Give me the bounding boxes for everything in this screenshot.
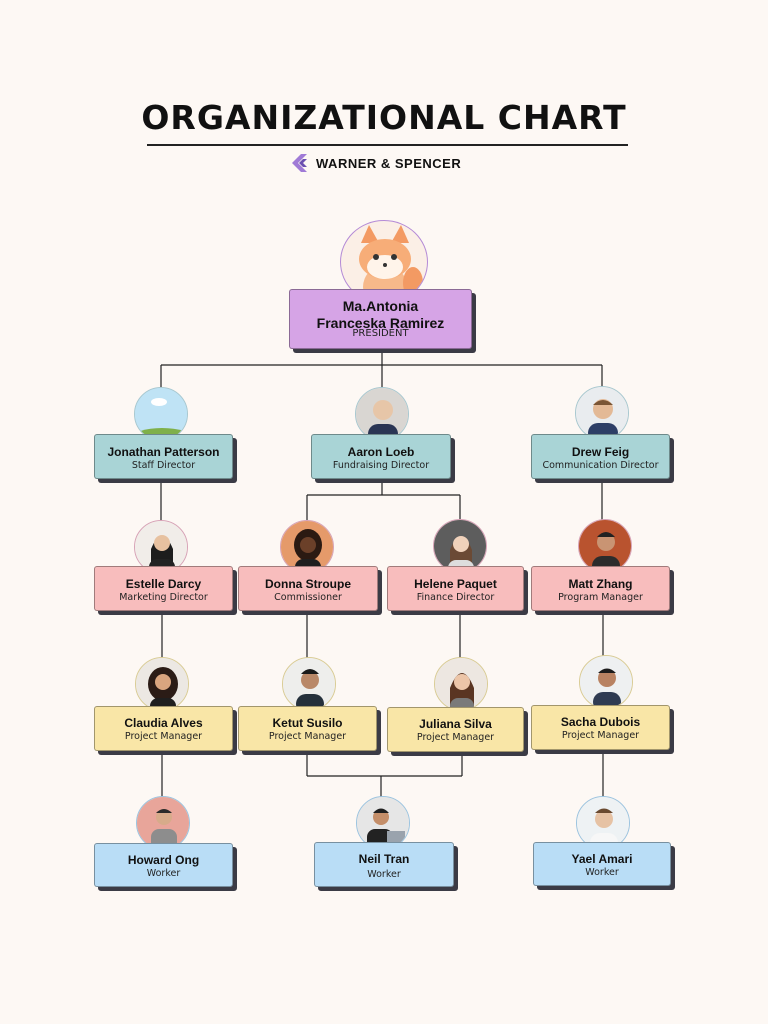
brand-chevron-icon — [292, 154, 307, 172]
person-role: Fundraising Director — [332, 460, 430, 471]
avatar-estelle — [134, 520, 188, 574]
person-name: Ketut Susilo — [272, 716, 343, 730]
president-name-line1: Ma.Antonia — [342, 298, 419, 314]
person-name: Juliana Silva — [419, 717, 492, 731]
person-name: Howard Ong — [127, 853, 200, 867]
avatar-yael — [576, 796, 630, 850]
person-role: Staff Director — [131, 460, 196, 471]
president-role: PRESIDENT — [352, 328, 409, 339]
avatar-howard — [136, 796, 190, 850]
person-name: Estelle Darcy — [125, 577, 202, 591]
person-name: Helene Paquet — [414, 577, 497, 591]
person-name: Drew Feig — [571, 445, 630, 459]
card-sacha: Sacha Dubois Project Manager — [531, 705, 670, 750]
card-juliana: Juliana Silva Project Manager — [387, 707, 524, 752]
card-drew: Drew Feig Communication Director — [531, 434, 670, 479]
avatar-helene — [433, 519, 487, 573]
person-role: Commissioner — [274, 592, 342, 603]
card-estelle: Estelle Darcy Marketing Director — [94, 566, 233, 611]
avatar-drew — [575, 386, 629, 440]
person-role: Project Manager — [268, 731, 347, 742]
person-role: Worker — [585, 867, 619, 878]
card-aaron: Aaron Loeb Fundraising Director — [311, 434, 451, 479]
person-name: Sacha Dubois — [560, 715, 641, 729]
person-name: Aaron Loeb — [347, 445, 415, 459]
avatar-claudia — [135, 657, 189, 711]
person-role: Worker — [146, 868, 181, 879]
avatar-matt — [578, 519, 632, 573]
avatar-ketut — [282, 657, 336, 711]
avatar-aaron — [355, 387, 409, 441]
brand: WARNER & SPENCER — [290, 152, 461, 174]
person-name: Claudia Alves — [124, 716, 203, 730]
person-role: Program Manager — [558, 592, 643, 603]
card-donna: Donna Stroupe Commissioner — [238, 566, 378, 611]
card-president: Ma.Antonia Franceska Ramirez PRESIDENT — [289, 289, 472, 349]
title-divider — [147, 144, 628, 146]
person-role: Project Manager — [124, 731, 203, 742]
avatar-juliana — [434, 657, 488, 711]
person-role: Communication Director — [542, 460, 659, 471]
chart-title: ORGANIZATIONAL CHART — [141, 98, 627, 137]
person-name: Neil Tran — [358, 852, 410, 866]
person-role: Worker — [367, 869, 401, 880]
card-neil: Neil Tran Worker — [314, 842, 454, 887]
person-name: Donna Stroupe — [265, 577, 351, 591]
person-name: Matt Zhang — [568, 577, 633, 591]
card-matt: Matt Zhang Program Manager — [531, 566, 670, 611]
person-name: Yael Amari — [571, 852, 633, 866]
card-claudia: Claudia Alves Project Manager — [94, 706, 233, 751]
person-name: Jonathan Patterson — [107, 445, 220, 459]
card-howard: Howard Ong Worker — [94, 843, 233, 887]
card-jonathan: Jonathan Patterson Staff Director — [94, 434, 233, 479]
person-role: Project Manager — [416, 732, 495, 743]
avatar-sacha — [579, 655, 633, 709]
president-name-line2: Franceska Ramirez — [316, 315, 445, 331]
person-role: Project Manager — [561, 730, 640, 741]
person-role: Marketing Director — [119, 592, 208, 603]
person-role: Finance Director — [416, 592, 495, 603]
card-yael: Yael Amari Worker — [533, 842, 671, 886]
brand-name: WARNER & SPENCER — [316, 155, 462, 171]
avatar-jonathan — [134, 387, 188, 441]
card-ketut: Ketut Susilo Project Manager — [238, 706, 377, 751]
card-helene: Helene Paquet Finance Director — [387, 566, 524, 611]
